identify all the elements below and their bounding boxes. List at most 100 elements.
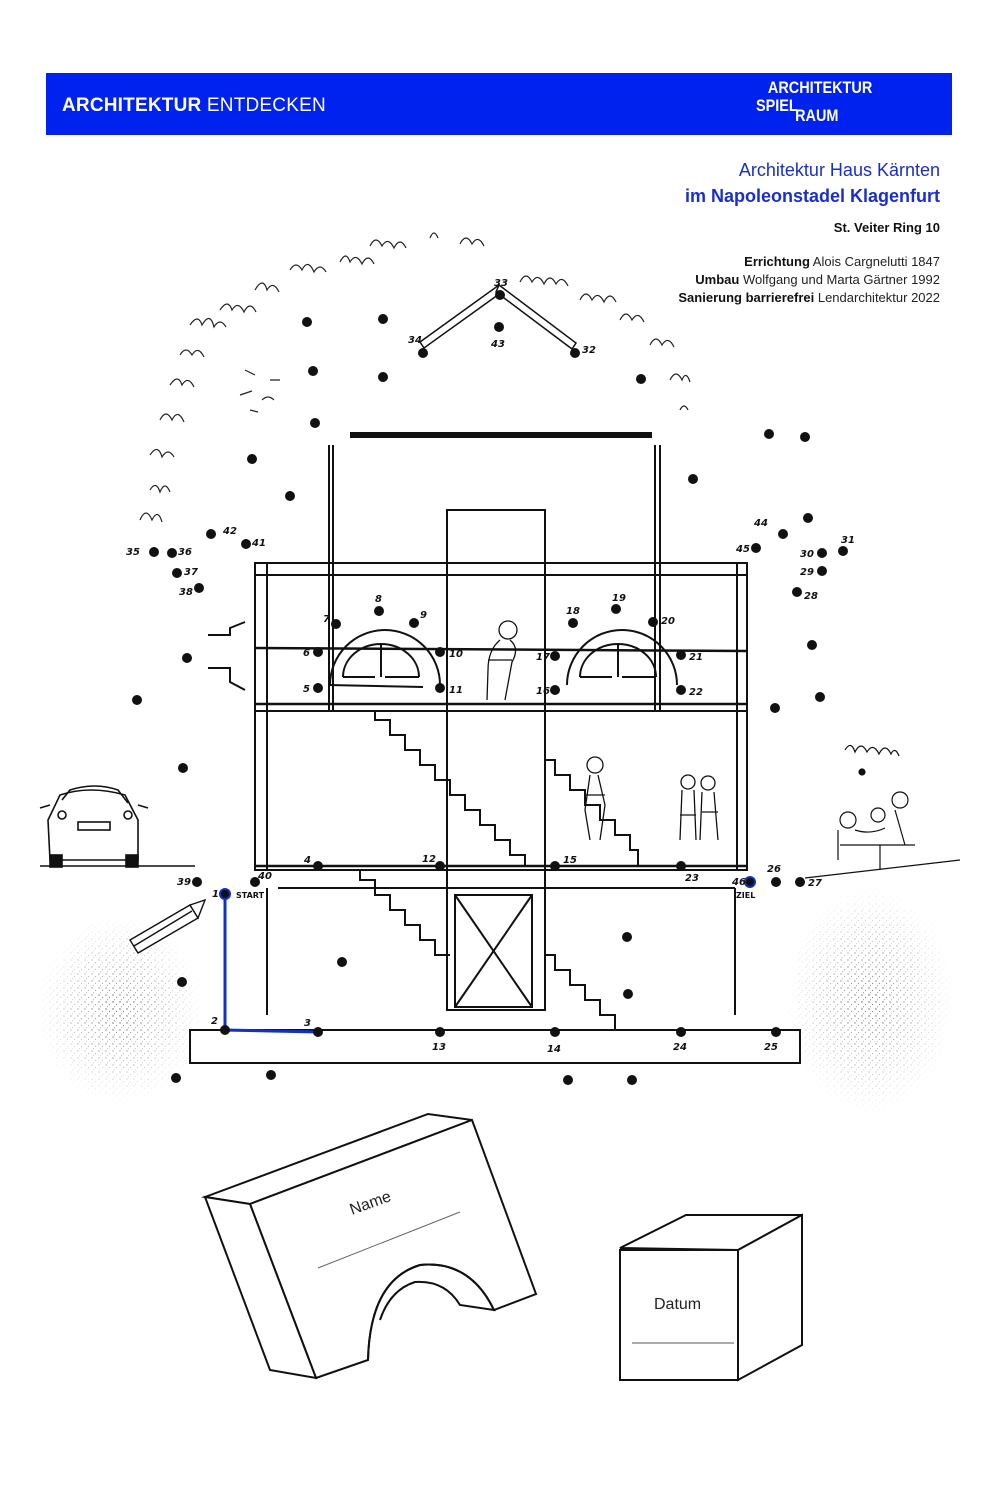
dot-marker[interactable] bbox=[568, 618, 578, 628]
dot-marker[interactable] bbox=[495, 290, 505, 300]
dot-23[interactable]: 23 bbox=[676, 861, 699, 884]
dot-marker[interactable] bbox=[172, 568, 182, 578]
dot-25[interactable]: 25 bbox=[764, 1027, 781, 1053]
dot-39[interactable]: 39 bbox=[177, 877, 202, 888]
dot-19[interactable]: 19 bbox=[611, 593, 626, 614]
dot-37[interactable]: 37 bbox=[172, 567, 198, 578]
dot-27[interactable]: 27 bbox=[795, 877, 822, 889]
credit-value: Lendarchitektur 2022 bbox=[817, 290, 940, 305]
dot-10[interactable]: 10 bbox=[435, 647, 463, 660]
dot-marker[interactable] bbox=[838, 546, 848, 556]
dot-marker[interactable] bbox=[219, 888, 231, 900]
dot-marker[interactable] bbox=[676, 685, 686, 695]
dot-3[interactable]: 3 bbox=[304, 1018, 323, 1037]
dot-marker[interactable] bbox=[435, 1027, 445, 1037]
dot-marker[interactable] bbox=[313, 647, 323, 657]
dot-marker[interactable] bbox=[435, 647, 445, 657]
dot-9[interactable]: 9 bbox=[409, 610, 427, 628]
unnumbered-dot bbox=[247, 454, 257, 464]
dot-41[interactable]: 41 bbox=[241, 538, 266, 549]
dot-24[interactable]: 24 bbox=[673, 1027, 687, 1053]
dot-marker[interactable] bbox=[676, 1027, 686, 1037]
dot-number: 40 bbox=[257, 871, 272, 882]
dot-15[interactable]: 15 bbox=[550, 855, 577, 871]
dot-29[interactable]: 29 bbox=[800, 566, 827, 578]
dot-marker[interactable] bbox=[550, 651, 560, 661]
dot-marker[interactable] bbox=[676, 650, 686, 660]
dot-marker[interactable] bbox=[778, 529, 788, 539]
dot-marker[interactable] bbox=[313, 1027, 323, 1037]
dot-marker[interactable] bbox=[206, 529, 216, 539]
dot-4[interactable]: 4 bbox=[303, 855, 323, 871]
dot-44[interactable]: 44 bbox=[753, 518, 788, 539]
dot-21[interactable]: 21 bbox=[676, 650, 703, 663]
dot-number: 28 bbox=[804, 591, 818, 602]
dot-13[interactable]: 13 bbox=[432, 1027, 446, 1053]
dot-marker[interactable] bbox=[418, 348, 428, 358]
dot-42[interactable]: 42 bbox=[206, 526, 237, 539]
dot-marker[interactable] bbox=[795, 877, 805, 887]
dot-30[interactable]: 30 bbox=[800, 548, 827, 560]
dot-marker[interactable] bbox=[250, 877, 260, 887]
dot-marker[interactable] bbox=[435, 683, 445, 693]
dot-2[interactable]: 2 bbox=[211, 1016, 230, 1035]
dot-6[interactable]: 6 bbox=[303, 647, 323, 659]
dot-46[interactable]: 46 bbox=[731, 876, 756, 888]
dot-marker[interactable] bbox=[331, 619, 341, 629]
dot-18[interactable]: 18 bbox=[566, 606, 580, 628]
credit-label: Umbau bbox=[695, 272, 740, 287]
dot-36[interactable]: 36 bbox=[167, 547, 192, 558]
dot-31[interactable]: 31 bbox=[838, 535, 855, 556]
dot-35[interactable]: 35 bbox=[126, 547, 159, 558]
dot-22[interactable]: 22 bbox=[676, 685, 703, 698]
dot-marker[interactable] bbox=[167, 548, 177, 558]
dot-marker[interactable] bbox=[241, 539, 251, 549]
dot-marker[interactable] bbox=[570, 348, 580, 358]
dot-marker[interactable] bbox=[435, 861, 445, 871]
dot-17[interactable]: 17 bbox=[536, 651, 560, 663]
dot-marker[interactable] bbox=[550, 861, 560, 871]
dot-40[interactable]: 40 bbox=[250, 871, 272, 887]
dot-1[interactable]: 1 bbox=[212, 888, 231, 900]
dot-14[interactable]: 14 bbox=[547, 1027, 561, 1055]
dot-20[interactable]: 20 bbox=[648, 616, 675, 627]
dot-marker[interactable] bbox=[313, 683, 323, 693]
dot-marker[interactable] bbox=[817, 548, 827, 558]
dot-marker[interactable] bbox=[611, 604, 621, 614]
dot-marker[interactable] bbox=[792, 587, 802, 597]
dot-12[interactable]: 12 bbox=[422, 854, 445, 871]
name-input-line[interactable] bbox=[317, 1211, 461, 1269]
dot-33[interactable]: 33 bbox=[494, 278, 508, 300]
dot-45[interactable]: 45 bbox=[735, 543, 761, 555]
dot-34[interactable]: 34 bbox=[408, 335, 428, 358]
dot-marker[interactable] bbox=[149, 547, 159, 557]
dot-marker[interactable] bbox=[648, 617, 658, 627]
dot-7[interactable]: 7 bbox=[323, 614, 341, 629]
dot-marker[interactable] bbox=[409, 618, 419, 628]
dot-43[interactable]: 43 bbox=[490, 322, 505, 350]
dot-marker[interactable] bbox=[771, 1027, 781, 1037]
dot-marker[interactable] bbox=[374, 606, 384, 616]
dot-16[interactable]: 16 bbox=[536, 685, 560, 697]
dot-26[interactable]: 26 bbox=[767, 864, 781, 887]
dot-number: 17 bbox=[536, 652, 550, 663]
dot-marker[interactable] bbox=[550, 685, 560, 695]
dot-marker[interactable] bbox=[194, 583, 204, 593]
dot-8[interactable]: 8 bbox=[374, 594, 384, 616]
dot-marker[interactable] bbox=[751, 543, 761, 553]
dot-marker[interactable] bbox=[676, 861, 686, 871]
dot-11[interactable]: 11 bbox=[435, 683, 463, 696]
dot-5[interactable]: 5 bbox=[303, 683, 323, 695]
dot-marker[interactable] bbox=[744, 876, 756, 888]
dot-number: 42 bbox=[222, 526, 237, 537]
dot-marker[interactable] bbox=[192, 877, 202, 887]
dot-marker[interactable] bbox=[817, 566, 827, 576]
dot-28[interactable]: 28 bbox=[792, 587, 818, 602]
dot-marker[interactable] bbox=[313, 861, 323, 871]
dot-marker[interactable] bbox=[771, 877, 781, 887]
dot-32[interactable]: 32 bbox=[570, 345, 596, 358]
dot-marker[interactable] bbox=[220, 1025, 230, 1035]
dot-marker[interactable] bbox=[494, 322, 504, 332]
dot-marker[interactable] bbox=[550, 1027, 560, 1037]
dot-38[interactable]: 38 bbox=[179, 583, 204, 598]
